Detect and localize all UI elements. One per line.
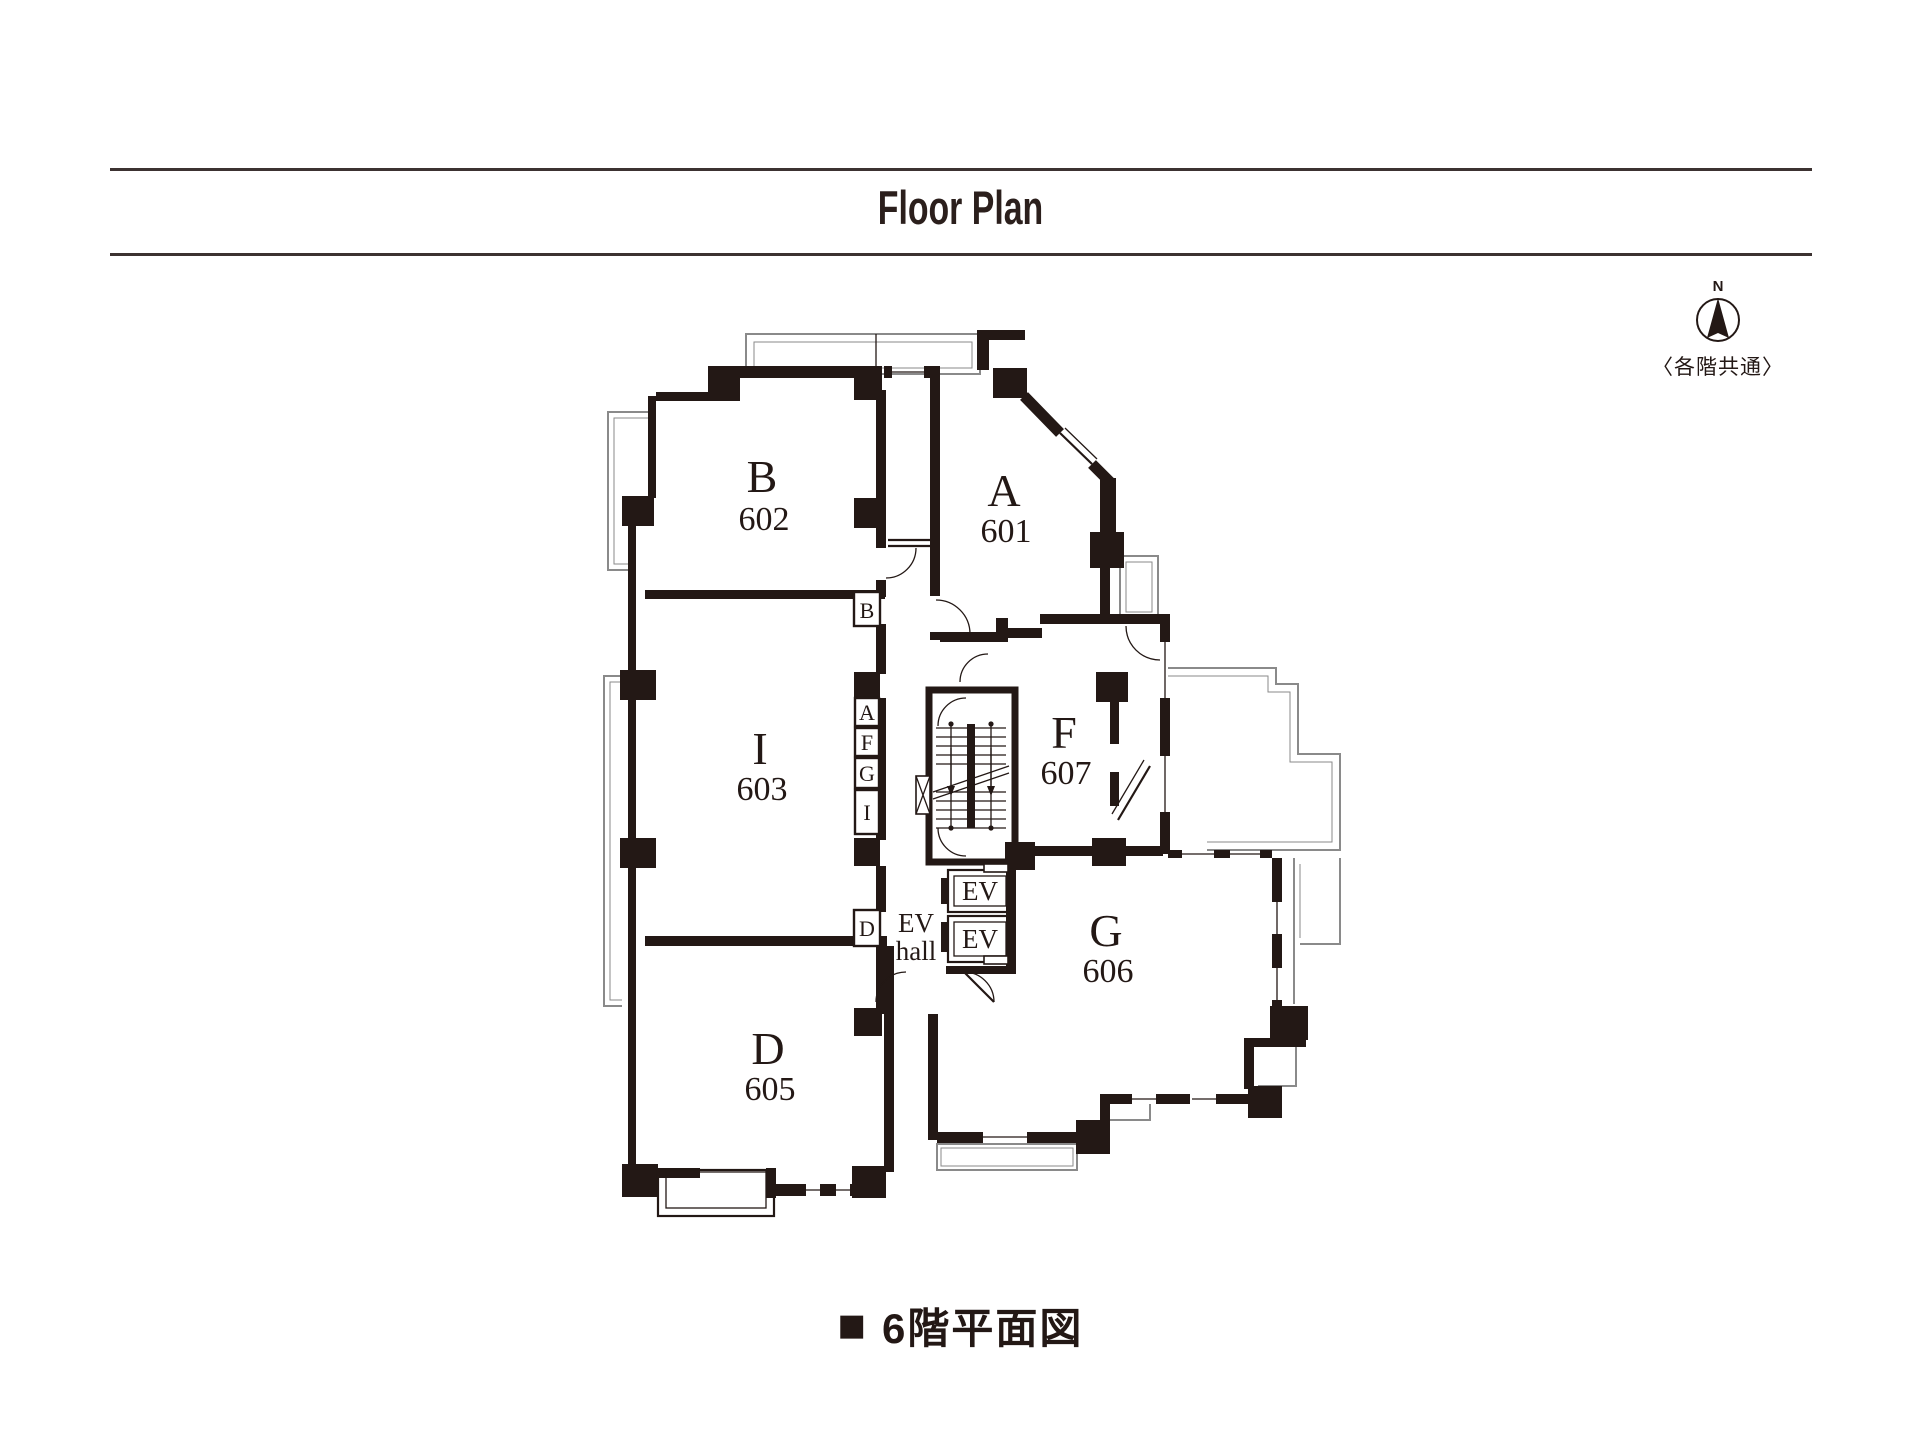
page-title: Floor Plan (877, 181, 1044, 234)
compass-icon (1696, 298, 1740, 342)
bay-window (656, 1168, 776, 1218)
compass-note: 〈各階共通〉 (1652, 355, 1784, 379)
stairwell (915, 686, 1019, 866)
room-b-letter: B (747, 451, 778, 502)
ev-hall-line2: hall (896, 936, 937, 966)
room-f-letter: F (1051, 707, 1077, 758)
title-rule-bottom (110, 253, 1812, 256)
room-g-number: 606 (1083, 953, 1134, 990)
shaft-label-f: F (861, 730, 873, 755)
elevator-2-label: EV (962, 924, 998, 954)
floor-caption-text: 6階平面図 (882, 1305, 1084, 1352)
room-d-letter: D (751, 1023, 784, 1074)
room-a-letter: A (987, 465, 1020, 516)
room-labels: B 602 A 601 I 603 D 605 F 607 G 606 EV h… (737, 451, 1134, 1108)
shaft-boxes: B A F G I D (852, 590, 882, 948)
elevator-1-label: EV (962, 876, 998, 906)
shaft-label-i: I (863, 800, 870, 825)
diagonal-walls (1020, 392, 1151, 821)
elevator-shafts: EV EV (941, 863, 1014, 965)
compass: N 〈各階共通〉 (1640, 278, 1796, 381)
compass-north-label: N (1712, 278, 1724, 295)
floor-caption: ■ 6階平面図 (0, 1295, 1921, 1356)
shaft-label-a: A (859, 700, 875, 725)
shaft-label-b: B (860, 598, 875, 623)
room-d-number: 605 (745, 1071, 796, 1108)
room-i-number: 603 (737, 771, 788, 808)
room-a-number: 601 (981, 513, 1032, 550)
walls (620, 330, 1308, 1198)
shaft-label-g: G (859, 761, 875, 786)
room-b-number: 602 (739, 501, 790, 538)
room-i-letter: I (752, 723, 767, 774)
ev-hall-line1: EV (898, 908, 934, 938)
room-g-letter: G (1089, 905, 1122, 956)
room-f-number: 607 (1041, 755, 1092, 792)
shaft-label-d: D (859, 916, 875, 941)
title-rule-top (110, 168, 1812, 171)
doors (875, 538, 1161, 1003)
square-bullet-icon: ■ (837, 1307, 866, 1343)
window-lines (631, 371, 1278, 1191)
